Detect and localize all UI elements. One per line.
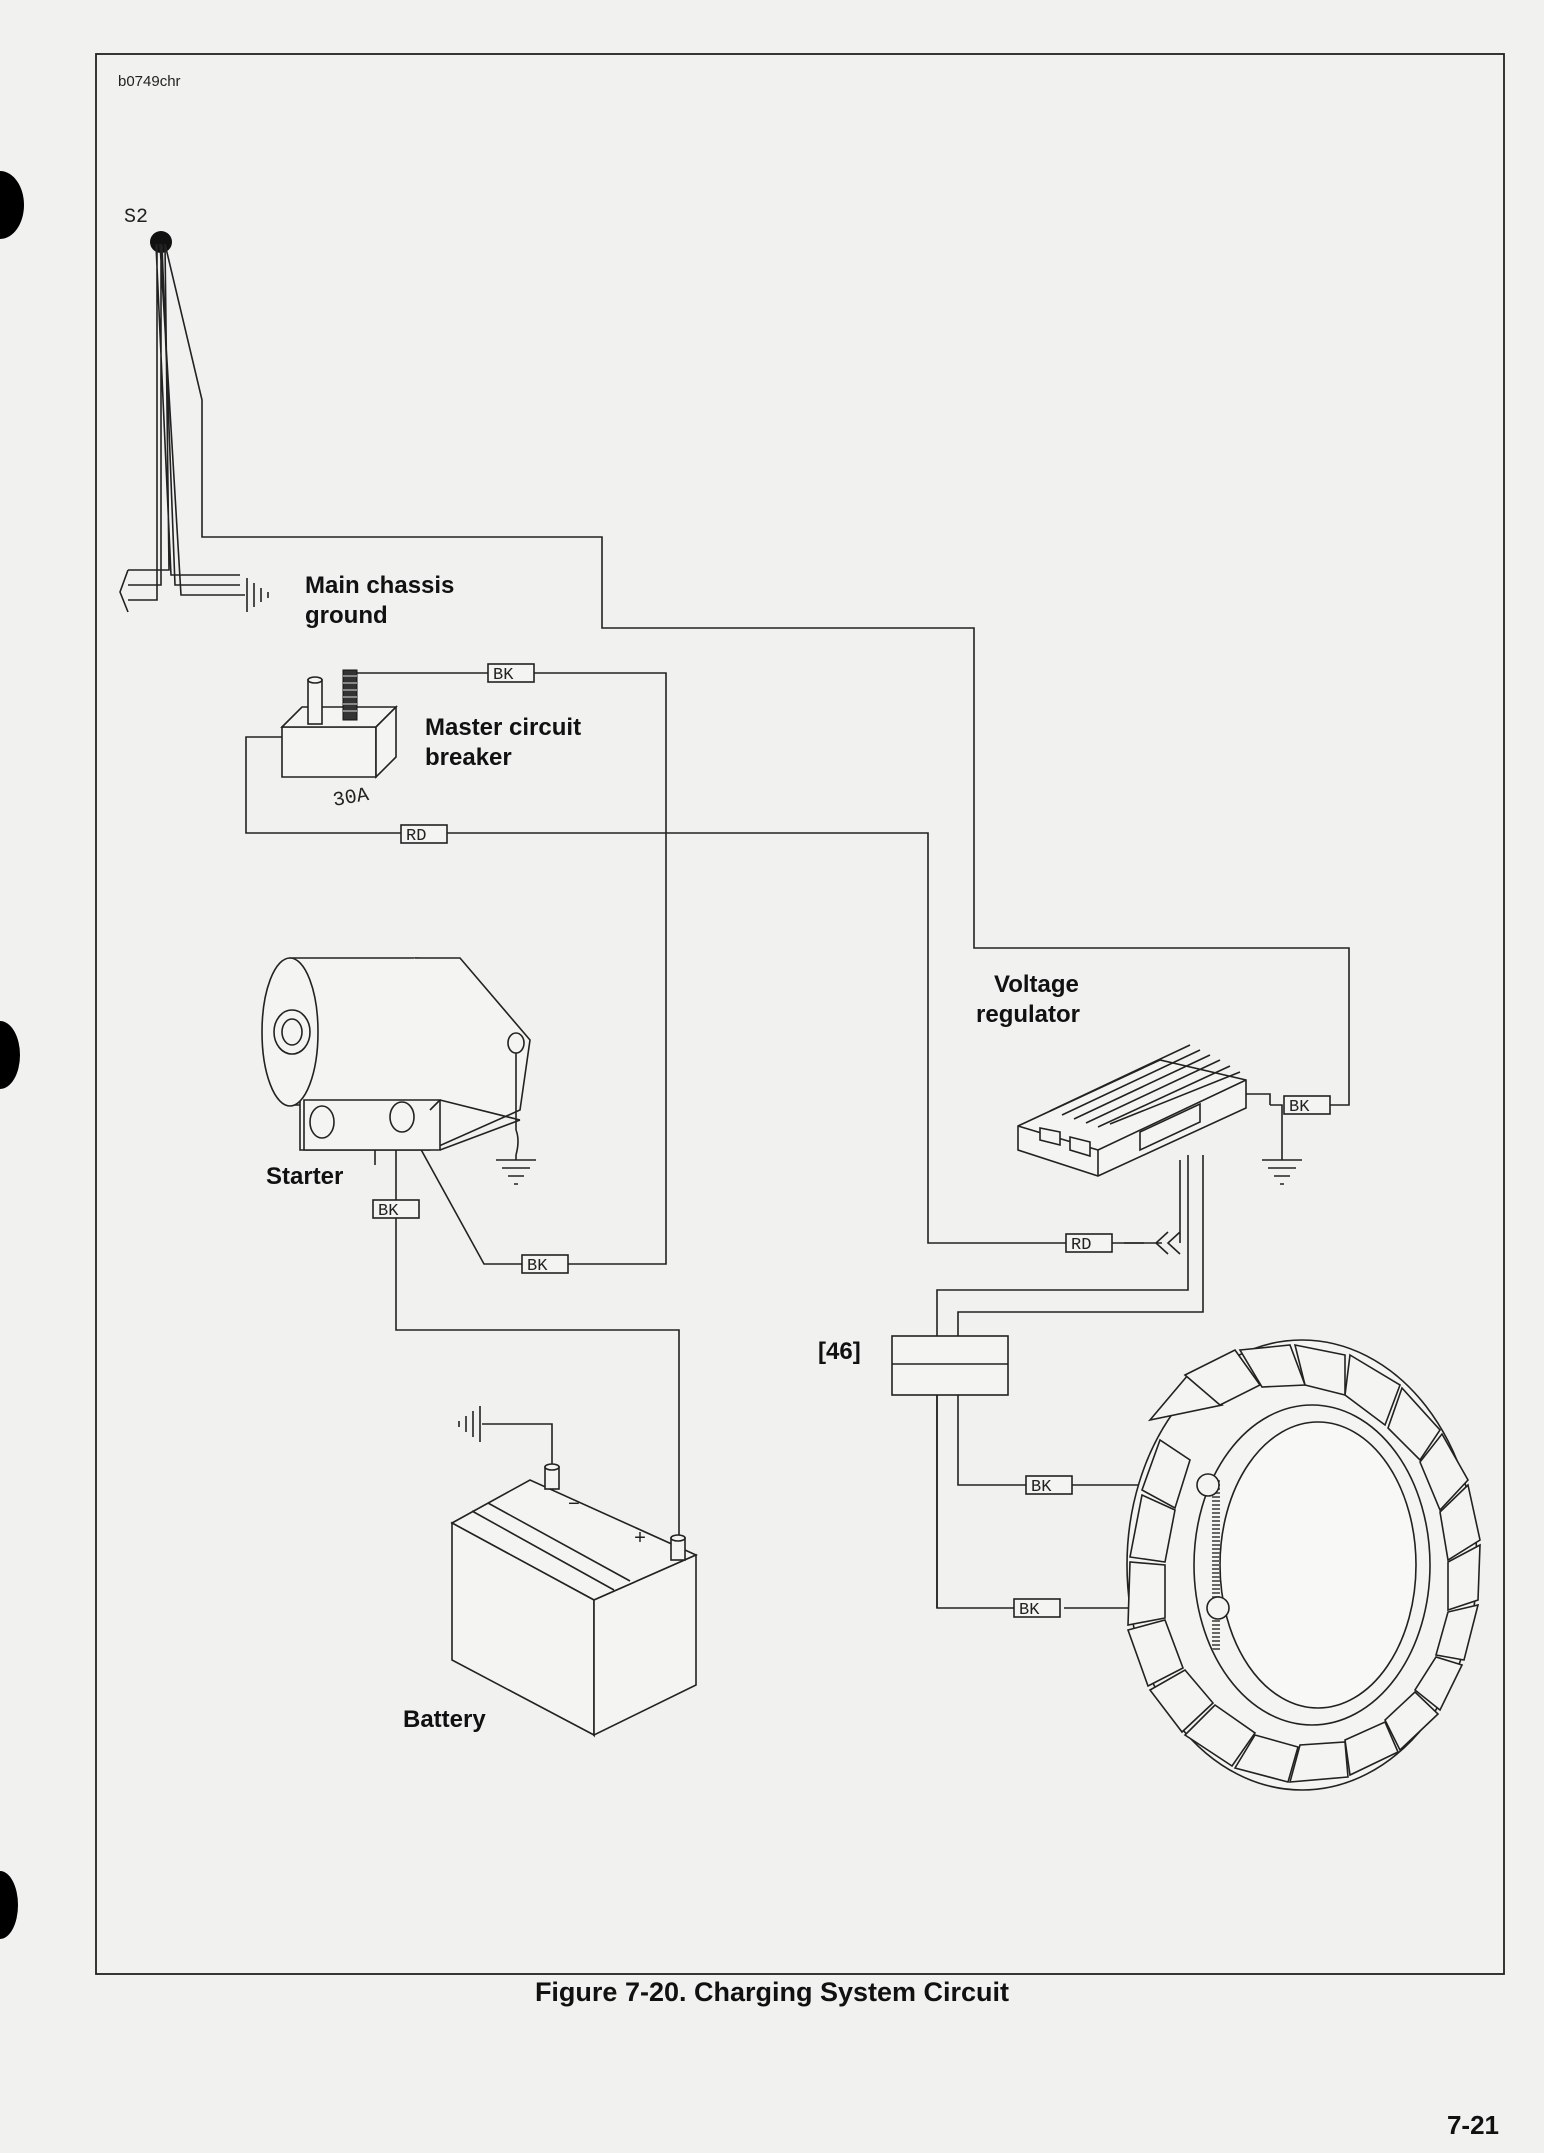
wire-tag-bk-regulator-text: BK [1289,1098,1310,1117]
connector-46 [891,1335,1009,1396]
breaker-terminal-stud [342,669,358,721]
wire-regulator-to-46-b [957,1155,1204,1336]
wire-tag-bk-starter-vertical: BK [372,1199,420,1221]
wire-46-to-stator-upper [957,1395,1026,1486]
battery-label: Battery [403,1706,486,1733]
voltage-regulator-label-2: regulator [976,1001,1080,1028]
s2-ground-point: S2 [119,206,269,613]
wire-tag-bk-stator-upper: BK [1025,1475,1073,1497]
starter-motor [261,957,536,1185]
main-chassis-ground-label-2: ground [305,602,388,629]
s2-label: S2 [124,206,148,229]
figure-frame [95,53,1505,1975]
wire-starter-to-battery [395,1130,680,1540]
voltage-regulator [1017,1044,1302,1185]
voltage-regulator-line2: regulator [976,1001,1080,1028]
battery-positive-mark: + [634,1528,646,1551]
stator-terminal-upper [1196,1473,1220,1497]
wire-tag-bk-breaker: BK [487,663,535,685]
master-breaker-line1: Master circuit [425,714,581,741]
wire-tag-rd-breaker-text: RD [406,827,426,846]
wire-starter-bk-diagonal [401,1114,522,1265]
wire-regulator-to-46-a [936,1155,1189,1609]
binder-hole-middle [0,1021,20,1089]
stator-terminal-lower [1206,1596,1230,1620]
battery: − + [450,1406,698,1738]
page-number: 7-21 [1446,2110,1499,2140]
wire-tag-bk-stator-upper-text: BK [1031,1478,1052,1497]
wire-tag-bk-breaker-text: BK [493,666,514,685]
wire-tag-bk-starter-vertical-text: BK [378,1202,399,1221]
wire-tag-rd-regulator-text: RD [1071,1236,1091,1255]
breaker-rating: 30A [331,784,370,813]
wire-tag-rd-breaker: RD [400,824,448,846]
starter-ground-symbol [496,1155,536,1185]
voltage-regulator-label: Voltage [994,971,1079,998]
wire-s2-to-regulator [164,243,1350,1106]
master-circuit-breaker [280,669,398,779]
regulator-ground-symbol [1262,1155,1302,1185]
main-chassis-ground-line1: Main chassis [305,572,454,599]
starter-label: Starter [266,1163,343,1190]
battery-negative-mark: − [568,1494,580,1517]
chassis-ground-symbol [242,578,269,612]
stator [1126,1339,1481,1791]
main-chassis-ground-label: Main chassis [305,572,454,599]
wire-tag-bk-regulator: BK [1283,1095,1331,1117]
wire-breaker-rd [245,736,1144,1244]
wire-tag-bk-starter-horizontal: BK [521,1254,569,1276]
master-breaker-label: Master circuit [425,714,581,741]
stator-bore [1219,1421,1417,1709]
connector-46-label: [46] [818,1338,861,1365]
battery-ground-symbol [458,1406,481,1442]
binder-hole-top [0,171,24,239]
wire-tag-bk-stator-lower: BK [1013,1598,1061,1620]
figure-caption: Figure 7-20. Charging System Circuit [534,1977,1010,2007]
main-chassis-ground-line2: ground [305,602,388,629]
voltage-regulator-line1: Voltage [994,971,1079,998]
master-breaker-line2: breaker [425,744,512,771]
figure-code: b0749chr [118,73,181,90]
binder-hole-bottom [0,1871,18,1939]
master-breaker-label-2: breaker [425,744,512,771]
wire-tag-rd-regulator: RD [1065,1233,1113,1255]
wire-tag-bk-starter-horizontal-text: BK [527,1257,548,1276]
wire-tag-bk-stator-lower-text: BK [1019,1601,1040,1620]
